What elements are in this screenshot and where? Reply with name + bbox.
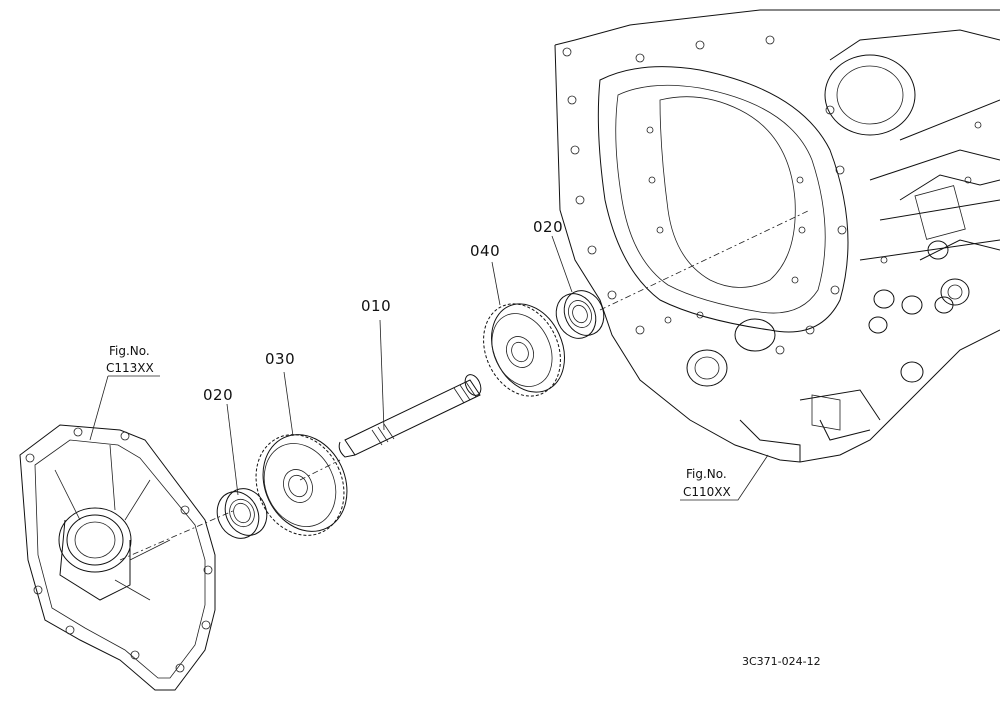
leader-bearing-right [551,235,573,293]
front-cover [19,424,216,691]
transmission-housing [554,9,1000,463]
callout-040: 040 [470,242,500,260]
drawing-code: 3C371-024-12 [742,655,821,668]
callout-010: 010 [361,297,391,315]
bearing-left [216,488,268,539]
gear-right [483,303,565,397]
shaft [338,374,482,458]
housing-ref-line1: Fig.No. [686,467,727,481]
leader-shaft [379,319,385,431]
leader-housing-ref [680,454,769,501]
leader-bearing-left [226,403,239,496]
bearing-right [555,290,605,339]
callout-020-right: 020 [533,218,563,236]
housing-ref-line2: C110XX [683,485,731,499]
front-cover-ref-line1: Fig.No. [109,344,150,358]
front-cover-ref-line2: C113XX [106,361,154,375]
leader-gear-right [491,261,501,306]
leader-front-cover-ref [89,375,160,441]
callout-020-left: 020 [203,386,233,404]
gear-left [255,434,348,536]
leader-gear-left [283,371,294,437]
assembly-centerline [119,209,811,561]
callout-030: 030 [265,350,295,368]
